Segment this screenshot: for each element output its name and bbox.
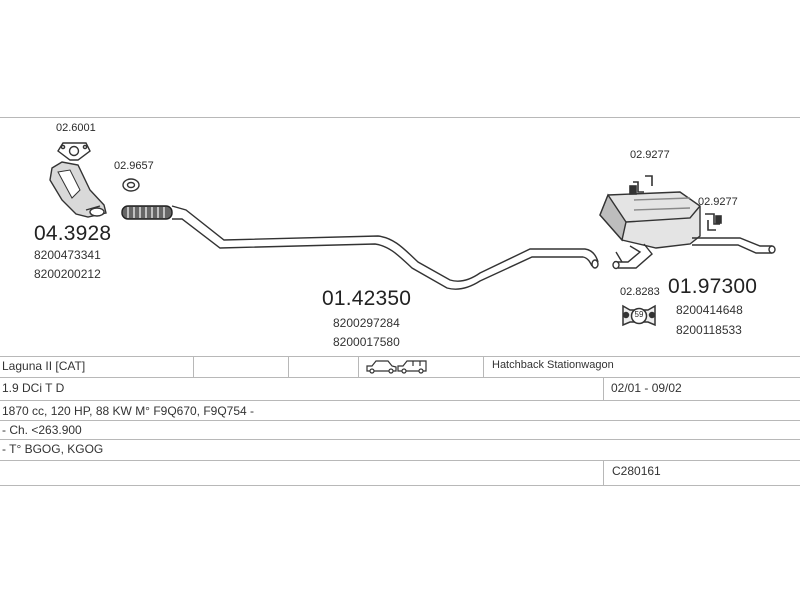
rear-muffler-oe-1: 8200414648	[676, 303, 743, 317]
catalyst-drawing	[49, 161, 107, 218]
middle-pipe-drawing	[121, 205, 599, 290]
vehicle-engine: 1.9 DCi T D	[2, 381, 65, 395]
hatchback-car-icon	[366, 360, 397, 374]
table-row-divider	[0, 420, 800, 421]
catalyst-number: 04.3928	[34, 222, 112, 245]
column-divider	[603, 460, 604, 485]
vehicle-body-types: Hatchback Stationwagon	[492, 359, 614, 371]
table-bottom-border	[0, 485, 800, 486]
middle-pipe-number: 01.42350	[322, 287, 412, 310]
table-row-divider	[0, 400, 800, 401]
column-divider	[358, 356, 359, 377]
clamp-a-drawing	[629, 175, 653, 195]
rubber-mount-drawing	[622, 304, 656, 327]
rear-muffler-number: 01.97300	[668, 275, 758, 298]
rubber-mount-badge: 59	[634, 310, 644, 319]
vehicle-type-codes: - T° BGOG, KGOG	[2, 442, 104, 456]
gasket-cat-number: 02.6001	[56, 122, 96, 134]
gasket-front-number: 02.9657	[114, 160, 154, 172]
table-row-divider	[0, 377, 800, 378]
stationwagon-car-icon	[397, 360, 427, 374]
clamp-a-number: 02.9277	[630, 149, 670, 161]
column-divider	[288, 356, 289, 377]
middle-pipe-oe-2: 8200017580	[333, 335, 400, 349]
column-divider	[603, 377, 604, 400]
middle-pipe-oe-1: 8200297284	[333, 316, 400, 330]
clamp-b-number: 02.9277	[698, 196, 738, 208]
rear-muffler-oe-2: 8200118533	[676, 323, 742, 337]
column-divider	[483, 356, 484, 377]
vehicle-code: C280161	[612, 464, 661, 478]
rear-muffler-drawing	[599, 191, 776, 270]
top-border	[0, 117, 800, 118]
rubber-mount-number: 02.8283	[620, 286, 660, 298]
column-divider	[193, 356, 194, 377]
gasket-front-drawing	[122, 178, 140, 192]
clamp-b-drawing	[705, 213, 722, 231]
vehicle-period: 02/01 - 09/02	[611, 381, 682, 395]
table-row-divider	[0, 439, 800, 440]
vehicle-chassis: - Ch. <263.900	[2, 423, 82, 437]
gasket-cat-drawing	[57, 142, 91, 161]
table-row-divider	[0, 460, 800, 461]
catalyst-oe-2: 8200200212	[34, 267, 101, 281]
catalyst-oe-1: 8200473341	[34, 248, 101, 262]
vehicle-spec: 1870 cc, 120 HP, 88 KW M° F9Q670, F9Q754…	[2, 404, 255, 418]
vehicle-model: Laguna II [CAT]	[2, 359, 86, 373]
table-top-border	[0, 356, 800, 357]
